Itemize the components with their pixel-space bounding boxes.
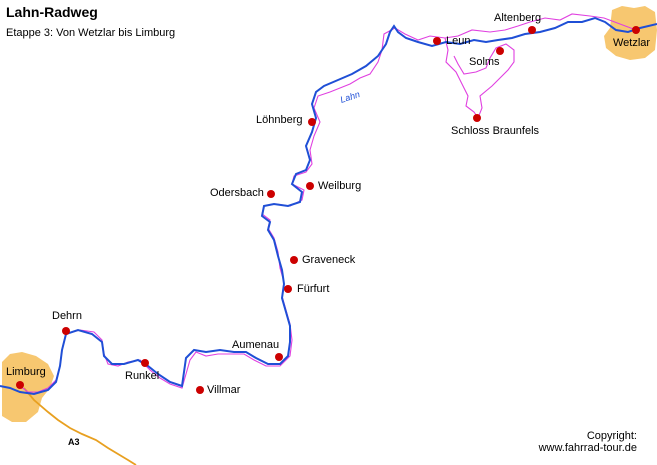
label-wetzlar: Wetzlar (613, 37, 651, 49)
marker-runkel (141, 359, 149, 367)
map-title: Lahn-Radweg (6, 4, 98, 20)
label-odersbach: Odersbach (210, 187, 264, 199)
limburg-town-area (2, 352, 54, 422)
marker-schloss-braunfels (473, 114, 481, 122)
label-leun: Leun (446, 35, 471, 47)
copyright-label: Copyright: (586, 430, 637, 442)
bike-route (19, 13, 637, 393)
label-limburg: Limburg (6, 366, 46, 378)
label-villmar: Villmar (207, 384, 241, 396)
label-weilburg: Weilburg (318, 180, 362, 192)
label-graveneck: Graveneck (302, 254, 356, 266)
highway-label: A3 (68, 437, 80, 447)
copyright-url: www.fahrrad-tour.de (538, 442, 637, 454)
marker-weilburg (306, 182, 314, 190)
marker-fuerfurt (284, 285, 292, 293)
label-schloss-braunfels: Schloss Braunfels (451, 125, 540, 137)
label-fuerfurt: Fürfurt (297, 283, 330, 295)
label-solms: Solms (469, 56, 500, 68)
label-loehnberg: Löhnberg (256, 114, 303, 126)
map-subtitle: Etappe 3: Von Wetzlar bis Limburg (6, 27, 176, 39)
marker-dehrn (62, 327, 70, 335)
bike-route-braunfels-loop (444, 37, 515, 120)
marker-graveneck (290, 256, 298, 264)
marker-villmar (196, 386, 204, 394)
lahn-river (0, 16, 657, 396)
label-altenberg: Altenberg (494, 12, 542, 24)
marker-odersbach (267, 190, 275, 198)
marker-limburg (16, 381, 24, 389)
label-aumenau: Aumenau (232, 339, 280, 351)
marker-solms (496, 47, 504, 55)
marker-wetzlar (632, 26, 640, 34)
copyright-notice: Copyright: www.fahrrad-tour.de (539, 430, 637, 454)
marker-altenberg (528, 26, 536, 34)
label-runkel: Runkel (125, 370, 160, 382)
marker-aumenau (275, 353, 283, 361)
marker-leun (433, 37, 441, 45)
label-dehrn: Dehrn (52, 310, 82, 322)
wetzlar-town-area (604, 6, 657, 60)
highway-a3 (23, 387, 137, 465)
marker-loehnberg (308, 118, 316, 126)
